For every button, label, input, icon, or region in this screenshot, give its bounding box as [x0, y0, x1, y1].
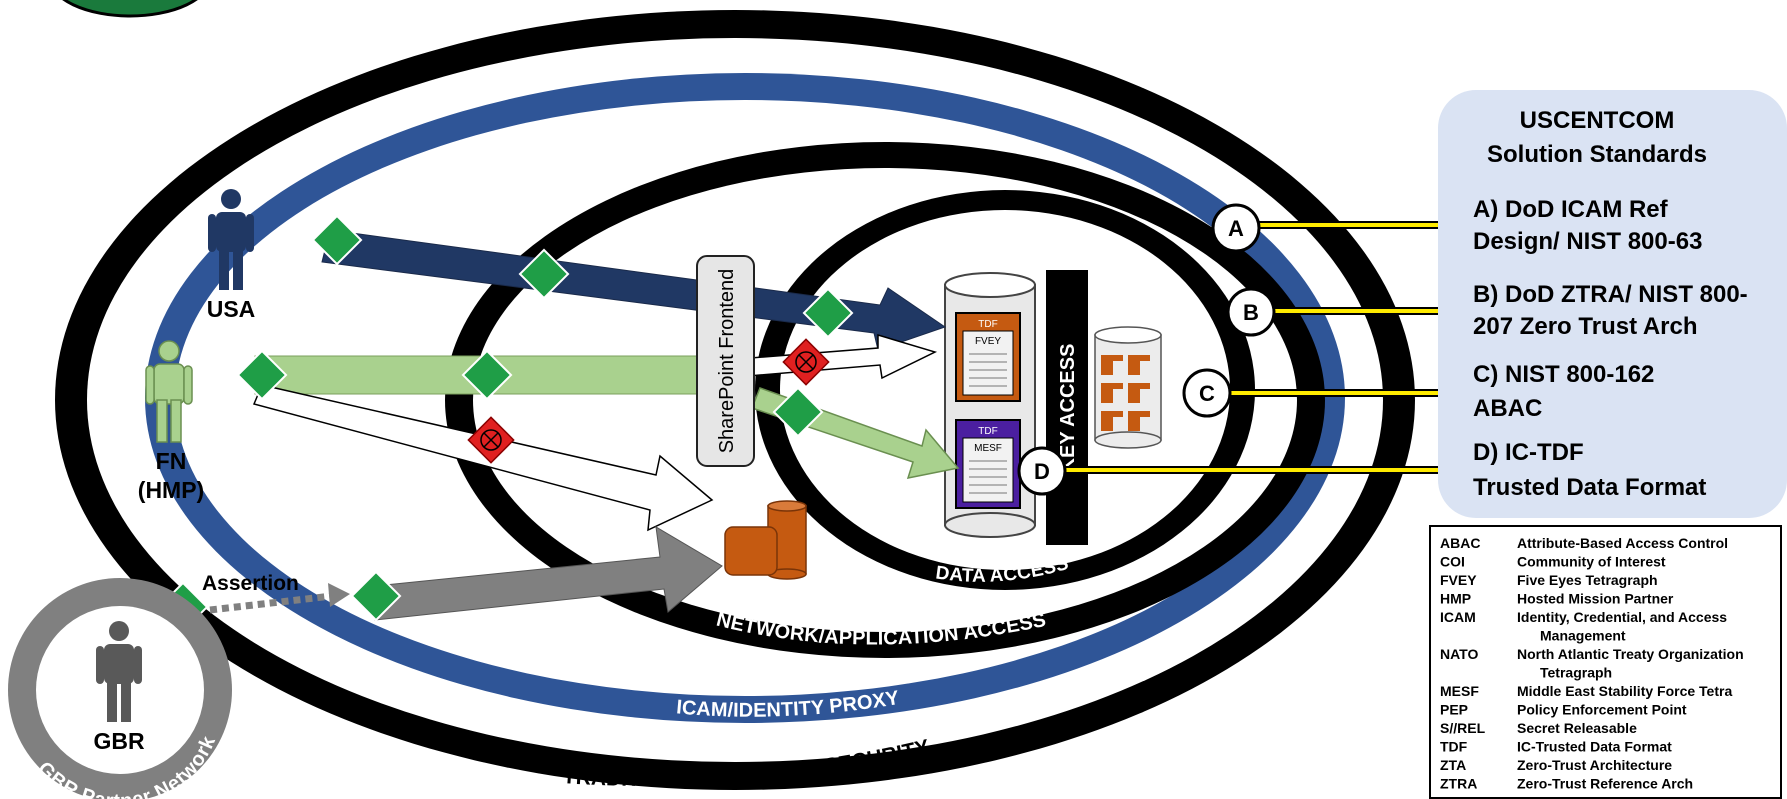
gbr-label: GBR: [93, 728, 145, 754]
glossary-definition: Community of Interest: [1517, 554, 1666, 570]
standard-d-line1: D) IC-TDF: [1473, 439, 1584, 466]
glossary-definition: Attribute-Based Access Control: [1517, 535, 1728, 551]
svg-text:A: A: [1228, 216, 1244, 241]
svg-text:FVEY: FVEY: [975, 336, 1001, 347]
fn-hmp-label: (HMP): [138, 477, 204, 503]
svg-text:B: B: [1243, 300, 1259, 325]
pep-deny-icon: [782, 338, 830, 386]
pep-deny-icon: [467, 416, 515, 464]
standards-title: USCENTCOM: [1520, 107, 1675, 134]
glossary-definition: Hosted Mission Partner: [1517, 591, 1674, 607]
glossary-abbr: TDF: [1440, 739, 1468, 755]
glossary-abbr: ICAM: [1440, 609, 1476, 625]
glossary-definition: Zero-Trust Reference Arch: [1517, 776, 1693, 792]
marker-d: D: [1017, 446, 1067, 496]
assertion-label: Assertion: [202, 572, 299, 595]
command-seal-logo: [62, 0, 198, 18]
glossary-abbr: COI: [1440, 554, 1465, 570]
glossary-definition: North Atlantic Treaty Organization: [1517, 646, 1744, 662]
fn-label: FN: [156, 448, 187, 474]
pep-red-markers: [467, 338, 830, 464]
marker-a: A: [1211, 203, 1261, 253]
svg-text:D: D: [1034, 459, 1050, 484]
glossary-definition: Identity, Credential, and Access: [1517, 609, 1727, 625]
standard-b-line2: 207 Zero Trust Arch: [1473, 313, 1698, 340]
fn-user-icon: [145, 340, 193, 443]
glossary-abbr: NATO: [1440, 646, 1478, 662]
standard-d-line2: Trusted Data Format: [1473, 474, 1706, 501]
gbr-partner-network-ring: [8, 578, 232, 799]
pep-allow-icon: [236, 349, 288, 401]
usa-user-icon: [208, 189, 254, 290]
glossary-abbr: ABAC: [1440, 535, 1480, 551]
svg-text:SharePoint Frontend: SharePoint Frontend: [716, 269, 738, 454]
glossary-definition: Middle East Stability Force Tetra: [1517, 683, 1732, 699]
glossary-definition: Policy Enforcement Point: [1517, 702, 1687, 718]
tdf-mesf-document-icon: TDF MESF: [955, 419, 1021, 509]
glossary-abbr: MESF: [1440, 683, 1479, 699]
glossary-abbr: S//REL: [1440, 720, 1486, 736]
glossary-abbr: PEP: [1440, 702, 1468, 718]
glossary-abbr: ZTA: [1440, 757, 1466, 773]
glossary-definition: Five Eyes Tetragraph: [1517, 572, 1658, 588]
gbr-access-arrow: [374, 526, 723, 621]
standards-subtitle: Solution Standards: [1487, 141, 1707, 168]
standard-connectors: [1064, 221, 1450, 474]
assertion-arrowhead: [328, 583, 350, 607]
pep-allow-icon: [802, 287, 854, 339]
pep-allow-icon: [461, 349, 513, 401]
standard-c-line1: C) NIST 800-162: [1473, 361, 1654, 388]
glossary-definition: IC-Trusted Data Format: [1517, 739, 1672, 755]
standard-a-line1: A) DoD ICAM Ref: [1473, 196, 1669, 223]
glossary-definition: Tetragraph: [1540, 665, 1612, 681]
standards-panel: USCENTCOM Solution Standards A) DoD ICAM…: [1438, 90, 1787, 518]
standard-b-line1: B) DoD ZTRA/ NIST 800-: [1473, 281, 1748, 308]
usa-label: USA: [207, 296, 256, 322]
glossary-abbr: ZTRA: [1440, 776, 1477, 792]
standard-c-line2: ABAC: [1473, 395, 1542, 422]
pep-allow-icon: [772, 386, 824, 438]
coi-data-store-icon: [724, 500, 807, 580]
pep-allow-icon: [350, 570, 402, 622]
marker-b: B: [1226, 287, 1276, 337]
svg-text:TDF: TDF: [978, 426, 997, 437]
svg-text:TDF: TDF: [978, 319, 997, 330]
glossary-definition: Secret Releasable: [1517, 720, 1637, 736]
encrypted-key-store-icon: [1094, 326, 1162, 449]
sharepoint-frontend-box: SharePoint Frontend: [696, 255, 755, 467]
assertion-dotted-arrow: [209, 592, 333, 614]
key-access-label: KEY ACCESS: [1057, 344, 1079, 473]
fn-denied-arrow: [252, 384, 714, 532]
pep-allow-icon: [518, 248, 570, 300]
usa-access-arrow: [321, 229, 947, 351]
glossary-definition: Management: [1540, 628, 1626, 644]
glossary-abbr: HMP: [1440, 591, 1471, 607]
gbr-user-icon: [96, 621, 142, 722]
svg-text:C: C: [1199, 381, 1215, 406]
tdf-fvey-document-icon: TDF FVEY: [955, 312, 1021, 402]
pep-allow-icon: [311, 214, 363, 266]
glossary-abbr: FVEY: [1440, 572, 1477, 588]
svg-text:MESF: MESF: [974, 443, 1002, 454]
glossary-definition: Zero-Trust Architecture: [1517, 757, 1672, 773]
standard-a-line2: Design/ NIST 800-63: [1473, 228, 1702, 255]
marker-c: C: [1182, 368, 1232, 418]
